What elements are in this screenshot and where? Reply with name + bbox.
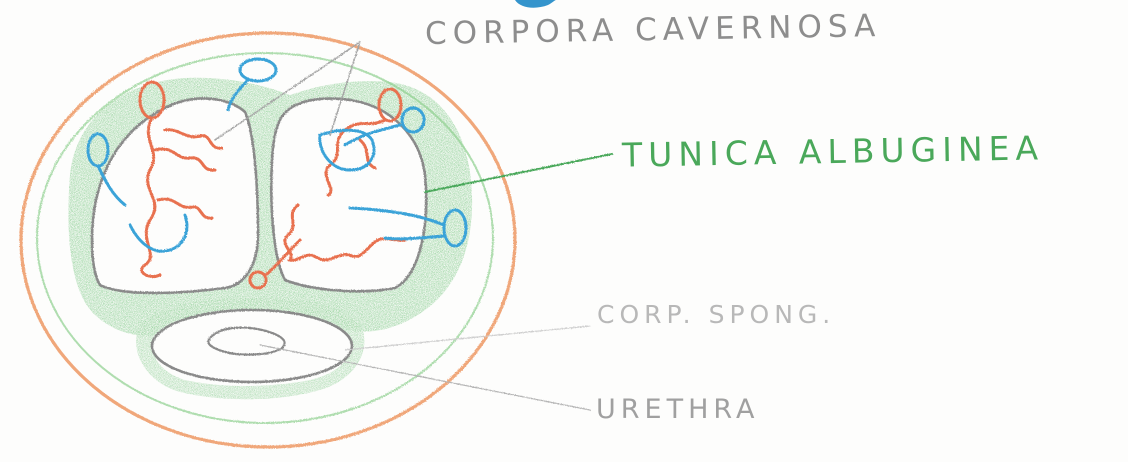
dorsal-veins [86,57,468,253]
leader-line-tunica-albuginea [424,153,613,193]
label-corpus-spongiosum: CORP. SPONG. [597,300,836,329]
leader-line-corpus-spongiosum [344,325,591,351]
leader-line-urethra [259,344,591,411]
label-urethra: URETHRA [596,394,760,425]
label-tunica-albuginea: TUNICA ALBUGINEA [621,128,1045,175]
urethra-outline [207,326,286,356]
tunica-albuginea-region [68,77,473,400]
blue-corner-mark [515,0,556,8]
right-corpus-cavernosum-outline [270,97,428,293]
helicine-arteries [138,80,407,290]
outer-green-ring [36,52,494,424]
leader-lines [214,41,613,411]
outer-skin-outline [19,31,517,449]
leader-line-corpora-cavernosa-2 [329,41,361,136]
leader-line-corpora-cavernosa [214,41,361,141]
